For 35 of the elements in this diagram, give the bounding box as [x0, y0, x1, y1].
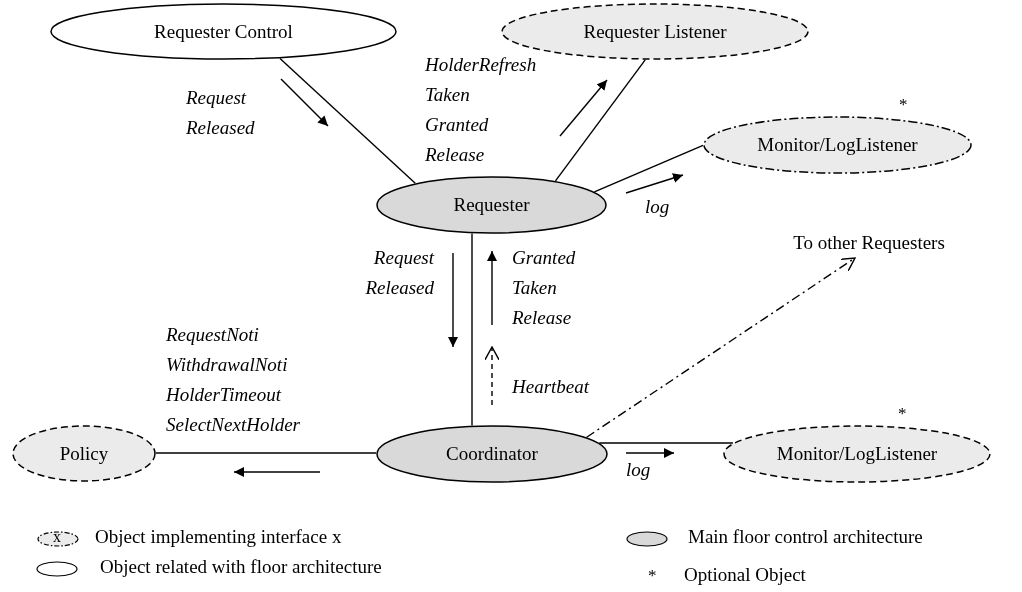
connector-line — [155, 452, 377, 454]
node-text: Requester Listener — [583, 20, 727, 43]
node-text: Monitor/LogListener — [757, 134, 918, 156]
connector-line — [471, 232, 473, 427]
legend-text: Object related with floor architecture — [100, 556, 382, 578]
optional-mark: * — [898, 405, 907, 422]
ellipse-node — [50, 3, 397, 60]
message-label: Granted Taken Release — [512, 246, 576, 330]
node-text: Coordinator — [446, 443, 538, 465]
edge-label: log — [626, 458, 651, 482]
ellipse-node — [12, 425, 156, 482]
swatch-letter: x — [53, 528, 61, 546]
edge-label: RequestNoti WithdrawalNoti HolderTimeout SelectNextHolder — [166, 323, 300, 437]
optional-mark: * — [899, 96, 908, 113]
dash-dot-arrow — [585, 257, 856, 438]
ellipse-node — [376, 425, 608, 483]
connector-line — [554, 59, 646, 182]
connector-line — [593, 144, 704, 193]
edge-label: Request Released — [186, 86, 255, 140]
legend-text: Optional Object — [684, 564, 806, 586]
optional-mark: * — [648, 566, 657, 586]
message-label: Request Released — [364, 246, 434, 300]
connector-line — [598, 442, 734, 444]
node-text: Monitor/LogListener — [776, 443, 938, 465]
message-label: Heartbeat — [512, 375, 590, 399]
node-text: Requester — [453, 194, 530, 216]
ellipse-node — [376, 176, 607, 234]
node-text: Policy — [59, 442, 109, 465]
legend-text: Main floor control architecture — [688, 526, 923, 548]
edge-label: log — [645, 195, 670, 219]
edge-label: HolderRefresh Taken Granted Release — [425, 53, 537, 167]
connector-line — [279, 57, 416, 184]
node-label: To other Requesters — [756, 228, 982, 258]
node-text: Requester Control — [154, 20, 293, 43]
legend-text: Object implementing interface x — [95, 526, 342, 548]
